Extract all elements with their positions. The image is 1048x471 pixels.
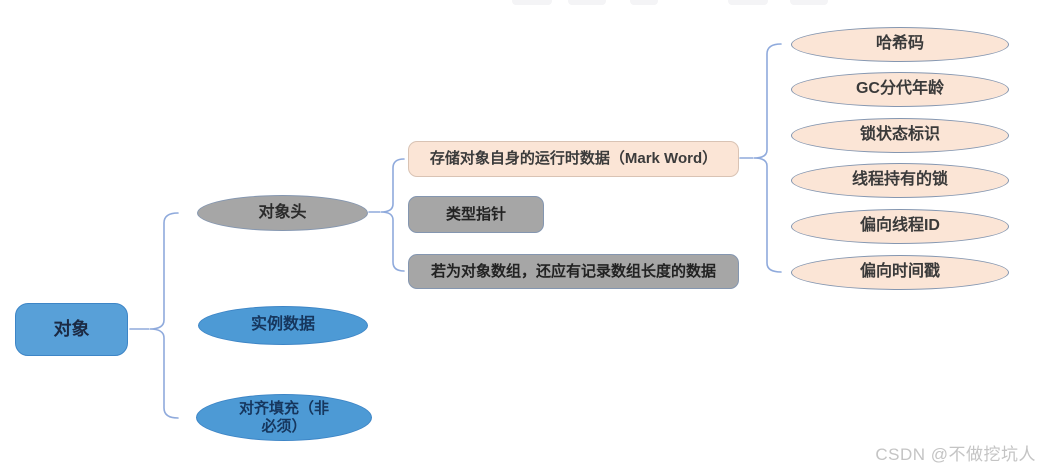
brace-header-children bbox=[380, 158, 405, 272]
cropped-top-artifact bbox=[568, 0, 606, 5]
cropped-top-artifact bbox=[630, 0, 658, 5]
leaf-biased-timestamp: 偏向时间戳 bbox=[791, 255, 1009, 290]
node-alignment-padding: 对齐填充（非必须） bbox=[196, 394, 372, 441]
leaf-biased-thread-id: 偏向线程ID bbox=[791, 209, 1009, 244]
brace-object-children bbox=[149, 212, 179, 419]
leaf-gc-generation-age: GC分代年龄 bbox=[791, 72, 1009, 107]
node-array-length: 若为对象数组，还应有记录数组长度的数据 bbox=[408, 254, 739, 289]
node-alignment-padding-label: 对齐填充（非必须） bbox=[238, 400, 329, 435]
cropped-top-artifact bbox=[728, 0, 768, 5]
node-object: 对象 bbox=[15, 303, 128, 356]
brace-markword-children bbox=[753, 43, 782, 273]
leaf-thread-held-lock: 线程持有的锁 bbox=[791, 163, 1009, 198]
leaf-hash-code: 哈希码 bbox=[791, 27, 1009, 62]
csdn-watermark: CSDN @不做挖坑人 bbox=[875, 445, 1036, 464]
cropped-top-artifact bbox=[512, 0, 552, 5]
node-type-pointer: 类型指针 bbox=[408, 196, 544, 233]
cropped-top-artifact bbox=[790, 0, 828, 5]
node-instance-data: 实例数据 bbox=[198, 306, 368, 345]
leaf-lock-state-flag: 锁状态标识 bbox=[791, 118, 1009, 153]
node-object-header: 对象头 bbox=[197, 195, 368, 231]
node-mark-word: 存储对象自身的运行时数据（Mark Word） bbox=[408, 141, 739, 177]
